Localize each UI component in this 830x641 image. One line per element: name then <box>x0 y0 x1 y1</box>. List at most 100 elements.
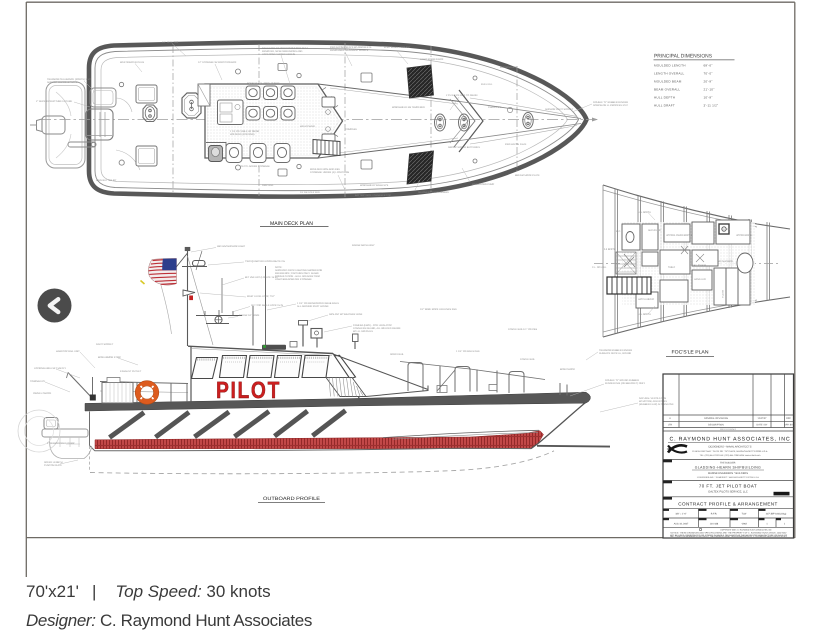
svg-text:U.S. BERTH: U.S. BERTH <box>638 313 651 316</box>
svg-text:DAVIT SOCKET: DAVIT SOCKET <box>96 343 114 346</box>
svg-text:ANCHOR DAVIT SOCKET: ANCHOR DAVIT SOCKET <box>545 108 574 111</box>
svg-text:101-188: 101-188 <box>710 522 719 525</box>
svg-text:BOW ARMOR STRIP: BOW ARMOR STRIP <box>98 356 121 359</box>
svg-text:12" STORAGE W/ PARTITION BOX: 12" STORAGE W/ PARTITION BOX <box>198 61 237 64</box>
svg-text:GPS ANT W/ WEATHER VANE: GPS ANT W/ WEATHER VANE <box>329 313 363 316</box>
svg-text:C. RAYMOND HUNT ASSOCIATES, IN: C. RAYMOND HUNT ASSOCIATES, INC <box>669 437 790 443</box>
svg-text:GLADDING-HEARN SHIPBUILDING: GLADDING-HEARN SHIPBUILDING <box>695 466 761 470</box>
svg-text:ANODIZED DECK LIGHTING SHOWN F: ANODIZED DECK LIGHTING SHOWN FOR <box>275 269 322 272</box>
svg-text:FENDER P&S (ON BRACKET) ONLY: FENDER P&S (ON BRACKET) ONLY <box>605 382 645 385</box>
svg-text:THE BUILDER:: THE BUILDER: <box>720 462 736 465</box>
svg-text:2 CU FT ICE BOX TO DRAIN: 2 CU FT ICE BOX TO DRAIN <box>446 94 478 97</box>
svg-text:SCREW-ON LL PROCESS 3737: SCREW-ON LL PROCESS 3737 <box>593 104 628 107</box>
svg-text:WC/SHOWER: WC/SHOWER <box>718 260 733 263</box>
svg-text:W/ LLL SPECIALS: W/ LLL SPECIALS <box>353 330 373 333</box>
svg-text:3'-11 1/2": 3'-11 1/2" <box>704 104 719 108</box>
svg-text:EXHAUST OUTLET: EXHAUST OUTLET <box>120 370 142 373</box>
svg-text:BEAM OVERALL: BEAM OVERALL <box>654 88 680 92</box>
svg-text:COMPASS: COMPASS <box>345 128 357 131</box>
svg-text:SPRAY RAIL: SPRAY RAIL <box>390 353 405 356</box>
svg-text:BREASTHOOK PLATE: BREASTHOOK PLATE <box>515 174 540 177</box>
svg-text:C.L. OF HULL: C.L. OF HULL <box>592 266 607 269</box>
svg-text:MOULDED NON-SKID P&S: MOULDED NON-SKID P&S <box>310 168 340 171</box>
svg-text:4" SUBMERSIBLE PUMP: 4" SUBMERSIBLE PUMP <box>47 442 75 445</box>
svg-text:CAMERA (FWD) - CCD LENS ATOP: CAMERA (FWD) - CCD LENS ATOP <box>353 324 392 327</box>
svg-text:NATURAL VENTILATION: NATURAL VENTILATION <box>639 397 666 400</box>
svg-text:BOW CHOCK: BOW CHOCK <box>560 368 575 371</box>
svg-text:RADAR ARCH ASSY: RADAR ARCH ASSY <box>352 244 375 247</box>
svg-text:1/4" SEAL TOP: 1/4" SEAL TOP <box>162 41 179 44</box>
svg-text:OUTBOARD PROFILE: OUTBOARD PROFILE <box>263 496 320 502</box>
svg-text:10'-8": 10'-8" <box>704 96 713 100</box>
svg-text:LTR: LTR <box>668 423 673 426</box>
svg-text:TEL: (781) 544-7070 FAX: (781): TEL: (781) 544-7070 FAX: (781) 544-7090 … <box>700 454 761 457</box>
svg-text:FWD HATCH 24x24: FWD HATCH 24x24 <box>505 143 527 146</box>
svg-text:HANG LKR: HANG LKR <box>694 278 706 281</box>
svg-text:INSULATED 1/2 HELM AT 36.5 DEG: INSULATED 1/2 HELM AT 36.5 DEG SEAT <box>262 47 308 50</box>
svg-text:FOUR SEATS, TWO LOUNGE: FOUR SEATS, TWO LOUNGE <box>247 82 280 85</box>
svg-text:NOT BE USED, REPRODUCED OR COP: NOT BE USED, REPRODUCED OR COPIED IN WHO… <box>670 534 788 537</box>
svg-text:NOTICE: THESE DRAWINGS AND SPE: NOTICE: THESE DRAWINGS AND SPECIFICATION… <box>670 531 787 534</box>
svg-text:A: A <box>669 417 671 420</box>
svg-text:HULL DEPTH: HULL DEPTH <box>654 96 675 100</box>
svg-text:MARINE ENGINEERS * BUILDERS: MARINE ENGINEERS * BUILDERS <box>708 472 748 475</box>
svg-text:WINDSHIELD 3/8 TEMPERED: WINDSHIELD 3/8 TEMPERED <box>392 106 425 109</box>
svg-text:LOCKING AREA SET 5/8 PLY: LOCKING AREA SET 5/8 PLY <box>34 367 66 370</box>
svg-text:68'-6": 68'-6" <box>704 64 713 68</box>
svg-text:ANCHOR GUARD & PARTS: ANCHOR GUARD & PARTS <box>47 81 78 84</box>
svg-text:STAINLESS GUARD, ALL WELDED FR: STAINLESS GUARD, ALL WELDED FRAME <box>353 327 401 330</box>
svg-text:SHELF/LKR: SHELF/LKR <box>648 229 661 232</box>
svg-text:NOTE:: NOTE: <box>275 266 283 269</box>
svg-text:ANY ITEMS OR APPARATUS WITHOUT: ANY ITEMS OR APPARATUS WITHOUT THE EXPRE… <box>670 535 787 538</box>
svg-text:MOORING BITT: MOORING BITT <box>500 66 518 69</box>
svg-text:LOCATIONS SHOWN HEREIN: LOCATIONS SHOWN HEREIN <box>262 53 295 56</box>
svg-text:SEACHEST W/ STRAINERS: SEACHEST W/ STRAINERS <box>418 191 449 194</box>
svg-text:DOUBLE "D" RUBBER FENDER: DOUBLE "D" RUBBER FENDER <box>593 101 628 104</box>
svg-text:FUEL FILL: FUEL FILL <box>481 83 493 86</box>
svg-text:3/8" = 1'-0": 3/8" = 1'-0" <box>675 513 686 516</box>
svg-text:STAPLE RAIL: STAPLE RAIL <box>520 358 536 361</box>
svg-text:WINDSHIELD WASH SYS: WINDSHIELD WASH SYS <box>360 184 389 187</box>
svg-text:R E V I S I O N S: R E V I S I O N S <box>720 428 736 431</box>
svg-text:CONSULTATION - HULL SPEAKER TR: CONSULTATION - HULL SPEAKER TRIM <box>275 275 320 278</box>
svg-text:HELM CHAIR: HELM CHAIR <box>300 125 315 128</box>
svg-text:RAIN GUTTER KIT: RAIN GUTTER KIT <box>96 179 117 182</box>
svg-text:HATCH ABOVE: HATCH ABOVE <box>638 298 655 301</box>
svg-text:CHAIN PIPE: CHAIN PIPE <box>488 106 502 109</box>
svg-text:REMOVABLE HEADREST PANELS: REMOVABLE HEADREST PANELS <box>330 49 369 52</box>
svg-text:ELEC PANEL / SSB ANT: ELEC PANEL / SSB ANT <box>384 46 411 49</box>
svg-text:FWD FACING SEATS W/ ARM RESTS: FWD FACING SEATS W/ ARM RESTS <box>330 46 372 49</box>
svg-text:STAPLE RAILS 1" OD P&S: STAPLE RAILS 1" OD P&S <box>508 328 538 331</box>
svg-text:70'-0": 70'-0" <box>704 72 713 76</box>
svg-text:PILOT LADDER STOWAGE: PILOT LADDER STOWAGE <box>240 165 270 168</box>
svg-text:360 NAV/ANCHOR LIGHT: 360 NAV/ANCHOR LIGHT <box>217 245 246 248</box>
svg-text:CUSTOM SUITE: CUSTOM SUITE <box>44 464 62 467</box>
svg-text:GALLEY FLR: GALLEY FLR <box>692 264 706 267</box>
svg-text:FOC'S'LE PLAN: FOC'S'LE PLAN <box>672 350 710 356</box>
svg-text:TABLE: TABLE <box>668 266 676 269</box>
svg-text:REMOVED, NEW DIMENSIONS AND: REMOVED, NEW DIMENSIONS AND <box>262 50 303 53</box>
svg-text:U.S. BERTH: U.S. BERTH <box>638 211 651 214</box>
svg-text:TRANSOM CLEARANCE (PORTS) 1 1/: TRANSOM CLEARANCE (PORTS) 1 1/2 <box>47 78 91 81</box>
svg-text:TWO QUARTER FLOODLIGHTS 7x5: TWO QUARTER FLOODLIGHTS 7x5 <box>245 260 286 263</box>
svg-text:-1962: -1962 <box>741 522 748 525</box>
svg-text:UPPER BERTH: UPPER BERTH <box>736 234 753 237</box>
svg-text:BATTERY BOX / CHARGER TOP: BATTERY BOX / CHARGER TOP <box>355 194 391 197</box>
svg-text:12/07/07: 12/07/07 <box>758 417 768 420</box>
svg-text:REFERENCE; CAPTAINS ONLY. GLAR: REFERENCE; CAPTAINS ONLY. GLARE <box>275 272 319 275</box>
svg-text:REF: REF <box>786 417 791 420</box>
svg-text:LIGHT BREAKWATER STOWAGE: LIGHT BREAKWATER STOWAGE <box>275 278 312 281</box>
svg-text:LIGHT SCREEN BOX: LIGHT SCREEN BOX <box>420 58 444 61</box>
svg-text:SPEED LENGTH: SPEED LENGTH <box>44 461 63 464</box>
svg-text:MAST LEVEL ATOP, 7'10": MAST LEVEL ATOP, 7'10" <box>247 295 275 298</box>
svg-text:2" SUPERSTRUCTURE FUTURE: 2" SUPERSTRUCTURE FUTURE <box>36 100 73 103</box>
svg-text:WASTEWATER PLUG: WASTEWATER PLUG <box>120 61 144 64</box>
svg-text:HOLDERS (FOLDING): HOLDERS (FOLDING) <box>230 133 255 136</box>
svg-text:SET TOP SHELF LOCK 15 IN: SET TOP SHELF LOCK 15 IN <box>251 304 283 307</box>
svg-text:8FT VHF ANT (LOCATE 15 M): 8FT VHF ANT (LOCATE 15 M) <box>245 276 278 279</box>
svg-text:R.F.R.: R.F.R. <box>711 513 718 516</box>
svg-text:MOULDED LENGTH: MOULDED LENGTH <box>654 64 686 68</box>
svg-text:BERTH: BERTH <box>721 290 724 298</box>
svg-text:DESCRIPTION: DESCRIPTION <box>708 423 724 426</box>
svg-text:DESIGNERS * NAVAL ARCHITECTS: DESIGNERS * NAVAL ARCHITECTS <box>709 446 752 449</box>
